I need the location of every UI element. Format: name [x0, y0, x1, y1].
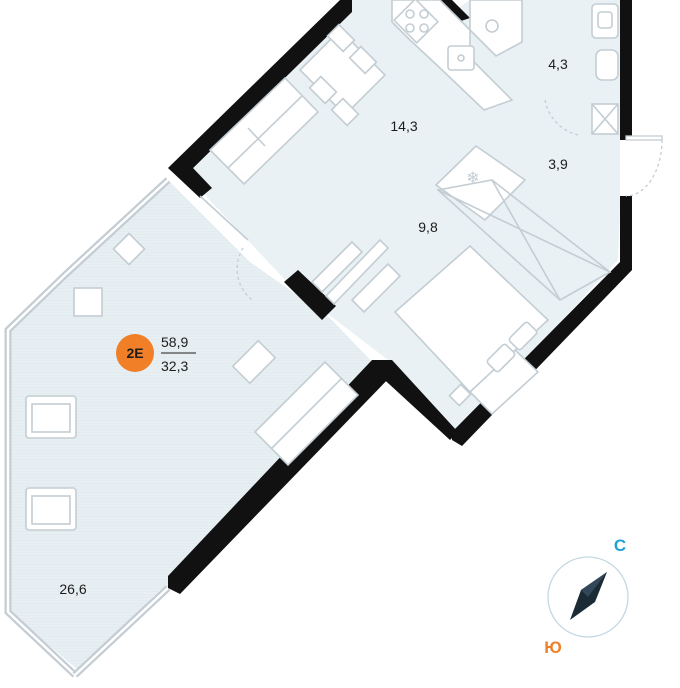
unit-type-circle [116, 334, 154, 372]
armchair-1 [25, 395, 77, 439]
unit-type-code: 2E [126, 345, 143, 361]
floor-plant-2 [73, 287, 103, 317]
compass-south-label: Ю [544, 638, 562, 657]
living-sofa [253, 360, 360, 467]
bed [393, 244, 550, 416]
room-area-loggia: 26,6 [59, 581, 86, 597]
room-area-bathroom: 4,3 [548, 56, 568, 72]
walls [168, 0, 632, 594]
kitchen-counter [391, 0, 514, 111]
armchair-2 [25, 487, 77, 531]
fridge: ❄ [434, 144, 527, 222]
bathroom-door-swing [544, 99, 579, 136]
floor-plant-1 [112, 232, 146, 266]
bathroom-fixtures [469, 0, 619, 135]
compass-north-label: С [614, 536, 626, 555]
loggia-glazing [4, 177, 171, 678]
unit-living-area: 32,3 [161, 358, 188, 374]
dining-table [298, 23, 387, 127]
kitchen-sofa [208, 76, 320, 186]
room-area-hallway: 3,9 [548, 156, 568, 172]
unit-total-area: 58,9 [161, 334, 188, 350]
compass-ring [547, 556, 629, 638]
wardrobe [436, 179, 612, 301]
loggia-door-swing [236, 247, 253, 301]
loggia-partition-line [199, 195, 249, 241]
room-area-bedroom: 9,8 [418, 219, 438, 235]
desk-shelf [310, 238, 402, 314]
coffee-table [231, 339, 277, 385]
unit-badge: 2E 58,9 32,3 [116, 334, 196, 374]
compass: С Ю [544, 536, 629, 657]
room-area-kitchen-living: 14,3 [390, 118, 417, 134]
entrance-door [621, 135, 663, 197]
